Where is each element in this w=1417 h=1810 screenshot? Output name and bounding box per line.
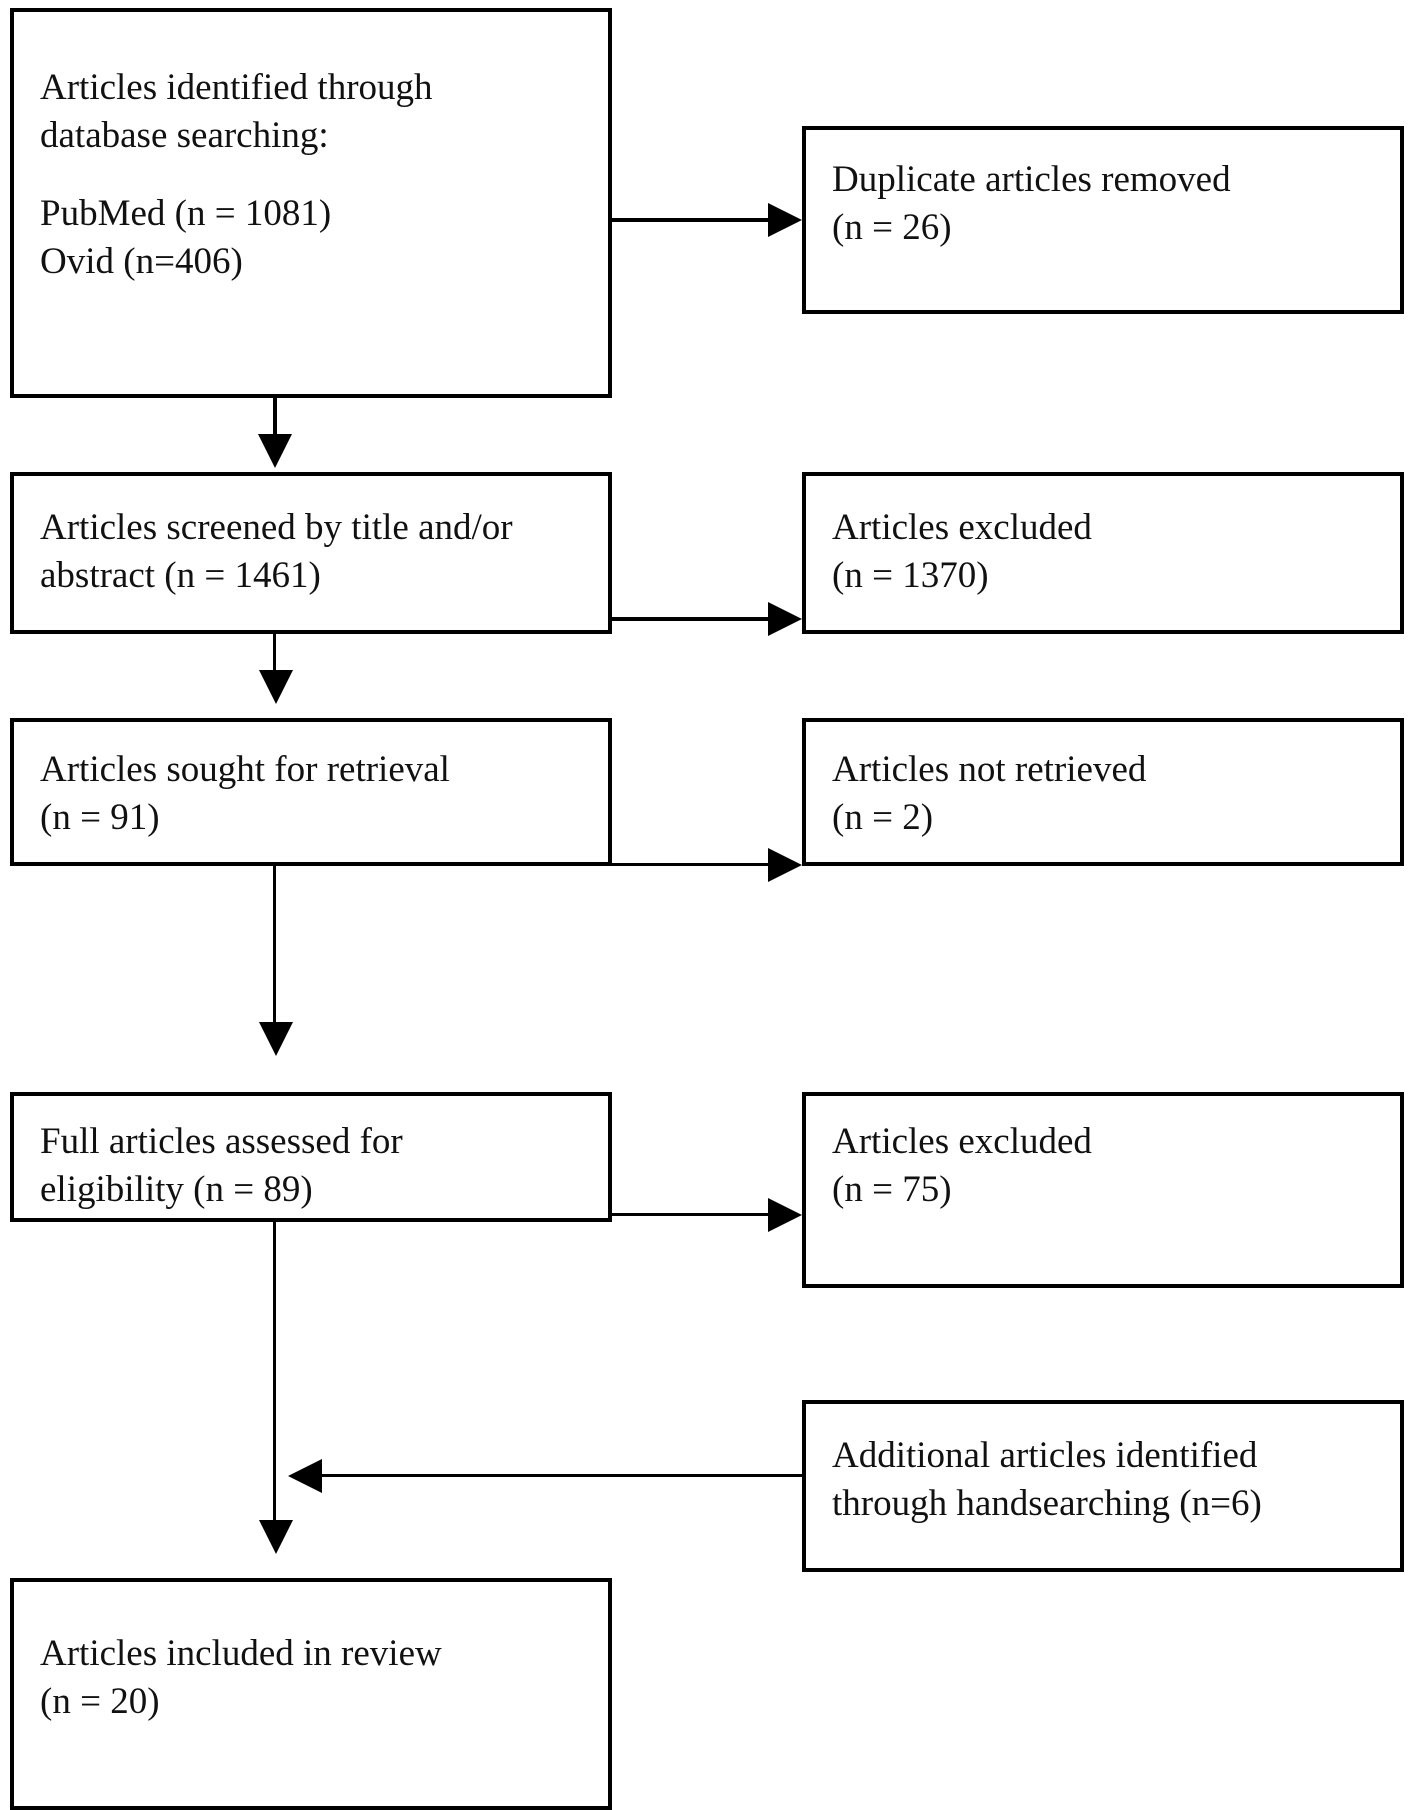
excluded-eligibility-label: Articles excluded: [832, 1121, 1092, 1162]
identified-spacer: [14, 160, 608, 190]
not-retrieved-label: Articles not retrieved: [832, 749, 1147, 790]
connector-line: [612, 863, 772, 866]
connector-line: [273, 398, 277, 448]
box-articles-included-in-review: Articles included in review (n = 20): [10, 1578, 612, 1810]
box-articles-excluded-eligibility: Articles excluded (n = 75): [802, 1092, 1404, 1288]
screened-label: Articles screened by title and/or: [40, 507, 513, 548]
excluded-screening-label: Articles excluded: [832, 507, 1092, 548]
not-retrieved-count: (n = 2): [832, 797, 934, 839]
excluded-eligibility-count: (n = 75): [832, 1169, 952, 1211]
box-articles-sought-for-retrieval: Articles sought for retrieval (n = 91): [10, 718, 612, 866]
arrow-right-icon: [768, 848, 802, 882]
connector-line: [612, 1213, 772, 1216]
box-articles-identified: Articles identified through database sea…: [10, 8, 612, 398]
sought-count: (n = 91): [40, 797, 160, 839]
identified-line-1: Articles identified through: [40, 67, 433, 108]
full-assessed-label: Full articles assessed for: [40, 1121, 403, 1162]
box-full-articles-assessed: Full articles assessed for eligibility (…: [10, 1092, 612, 1222]
arrow-down-icon: [258, 434, 292, 468]
identified-ovid-count: Ovid (n=406): [40, 241, 243, 283]
connector-line: [273, 866, 276, 1034]
connector-line: [322, 1474, 802, 1477]
included-label: Articles included in review: [40, 1633, 442, 1674]
arrow-down-icon: [259, 1520, 293, 1554]
duplicates-count: (n = 26): [832, 207, 952, 249]
duplicates-label: Duplicate articles removed: [832, 159, 1231, 200]
handsearch-line-2: through handsearching (n=6): [832, 1483, 1262, 1525]
screened-count: abstract (n = 1461): [40, 555, 321, 597]
arrow-right-icon: [768, 1198, 802, 1232]
handsearch-line-1: Additional articles identified: [832, 1435, 1258, 1476]
sought-label: Articles sought for retrieval: [40, 749, 450, 790]
arrow-left-icon: [288, 1459, 322, 1493]
arrow-right-icon: [768, 203, 802, 237]
full-assessed-count: eligibility (n = 89): [40, 1169, 313, 1211]
arrow-right-icon: [768, 602, 802, 636]
identified-line-2: database searching:: [40, 115, 329, 157]
box-duplicate-articles-removed: Duplicate articles removed (n = 26): [802, 126, 1404, 314]
connector-line: [612, 218, 772, 222]
box-articles-screened: Articles screened by title and/or abstra…: [10, 472, 612, 634]
connector-line: [273, 634, 276, 682]
box-additional-articles-handsearching: Additional articles identified through h…: [802, 1400, 1404, 1572]
box-articles-not-retrieved: Articles not retrieved (n = 2): [802, 718, 1404, 866]
identified-pubmed-count: PubMed (n = 1081): [40, 193, 332, 235]
connector-line: [612, 617, 772, 621]
excluded-screening-count: (n = 1370): [832, 555, 989, 597]
included-count: (n = 20): [40, 1681, 160, 1723]
arrow-down-icon: [259, 670, 293, 704]
arrow-down-icon: [259, 1022, 293, 1056]
box-articles-excluded-screening: Articles excluded (n = 1370): [802, 472, 1404, 634]
connector-line: [273, 1222, 276, 1534]
